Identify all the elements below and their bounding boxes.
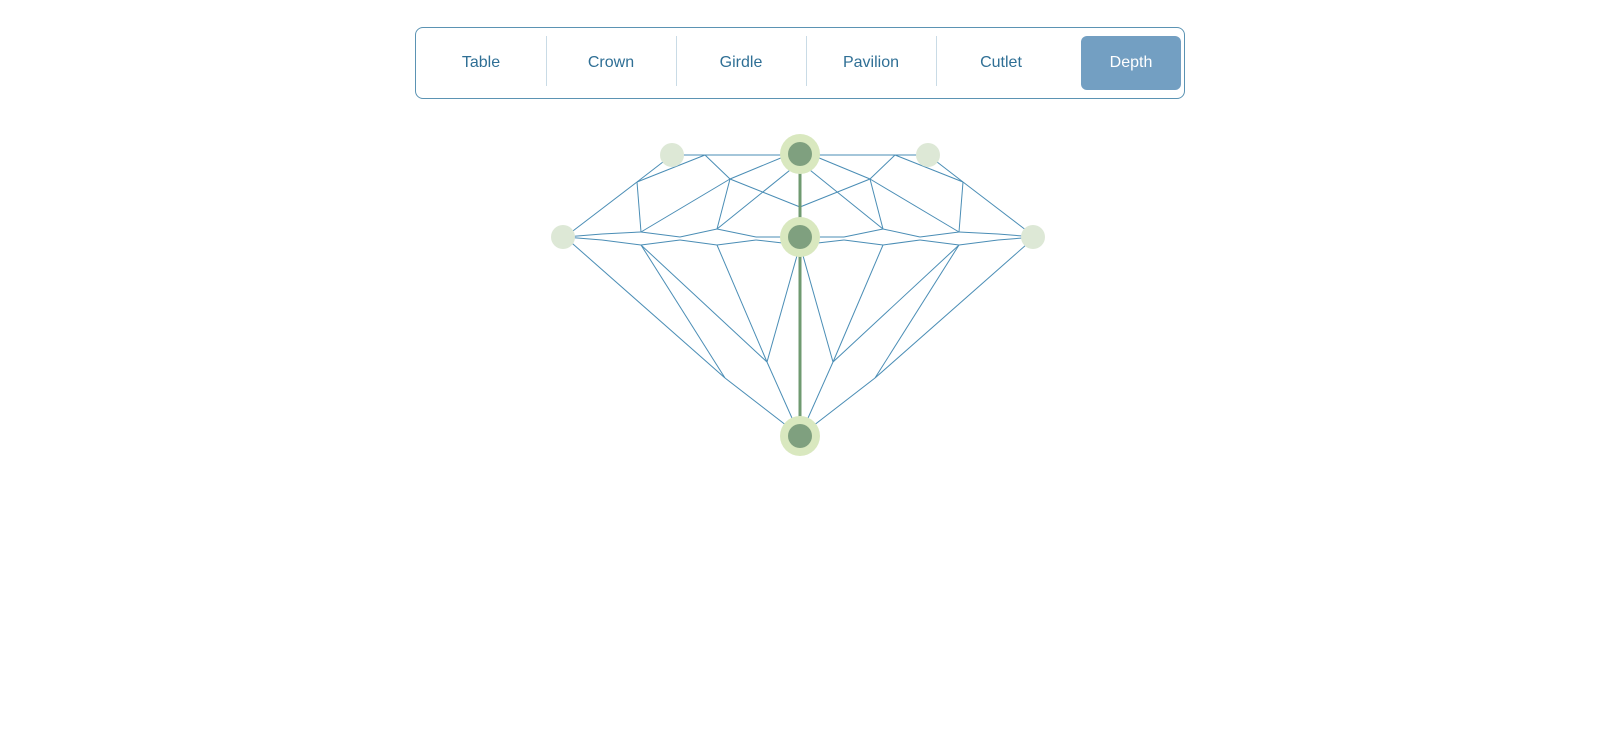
facet-line <box>729 178 801 208</box>
table-left-point[interactable] <box>660 143 684 167</box>
point-dot <box>788 142 812 166</box>
facet-line <box>640 244 768 363</box>
facet-line <box>832 244 960 363</box>
facet-line <box>843 239 884 246</box>
diamond-facet-lines <box>564 154 1036 437</box>
tab-cutlet[interactable]: Cutlet <box>936 36 1066 90</box>
facet-line <box>874 236 1036 379</box>
point-dot <box>788 424 812 448</box>
depth-culet-point[interactable] <box>780 416 820 456</box>
facet-line <box>640 231 681 238</box>
tab-crown[interactable]: Crown <box>546 36 676 90</box>
girdle-left-point[interactable] <box>551 225 575 249</box>
facet-line <box>640 239 681 246</box>
facet-line <box>869 178 884 230</box>
facet-line <box>962 181 1036 238</box>
facet-line <box>601 231 642 235</box>
table-right-point[interactable] <box>916 143 940 167</box>
facet-line <box>843 228 884 238</box>
depth-girdle-point[interactable] <box>780 217 820 257</box>
facet-line <box>811 154 871 180</box>
facet-line <box>716 239 757 246</box>
facet-line <box>636 181 642 233</box>
facet-line <box>601 239 642 246</box>
facet-line <box>894 154 964 183</box>
facet-line <box>716 228 757 238</box>
measurement-tab-bar: Table Crown Girdle Pavilion Cutlet Depth <box>415 27 1185 99</box>
facet-line <box>869 154 896 180</box>
tab-depth[interactable]: Depth <box>1081 36 1181 90</box>
facet-line <box>679 239 718 246</box>
facet-line <box>958 231 999 235</box>
facet-line <box>729 154 789 180</box>
facet-line <box>882 239 921 246</box>
facet-line <box>799 244 834 363</box>
facet-line <box>919 239 960 246</box>
facet-line <box>716 161 801 230</box>
facet-line <box>882 228 921 238</box>
point-dot <box>788 225 812 249</box>
facet-line <box>716 178 731 230</box>
measurement-points <box>551 134 1045 456</box>
facet-line <box>958 181 964 233</box>
facet-line <box>958 239 999 246</box>
facet-line <box>869 178 960 233</box>
facet-line <box>874 244 960 379</box>
facet-line <box>679 228 718 238</box>
facet-line <box>799 161 884 230</box>
facet-line <box>832 244 884 363</box>
facet-line <box>704 154 731 180</box>
tab-girdle[interactable]: Girdle <box>676 36 806 90</box>
facet-line <box>564 236 726 379</box>
tab-table[interactable]: Table <box>461 54 501 71</box>
facet-line <box>716 244 768 363</box>
facet-line <box>799 178 871 208</box>
facet-line <box>564 181 638 238</box>
girdle-right-point[interactable] <box>1021 225 1045 249</box>
facet-line <box>766 244 801 363</box>
facet-line <box>640 244 726 379</box>
tab-pavilion[interactable]: Pavilion <box>806 36 936 90</box>
facet-line <box>636 154 706 183</box>
facet-line <box>640 178 731 233</box>
depth-top-point[interactable] <box>780 134 820 174</box>
facet-line <box>919 231 960 238</box>
